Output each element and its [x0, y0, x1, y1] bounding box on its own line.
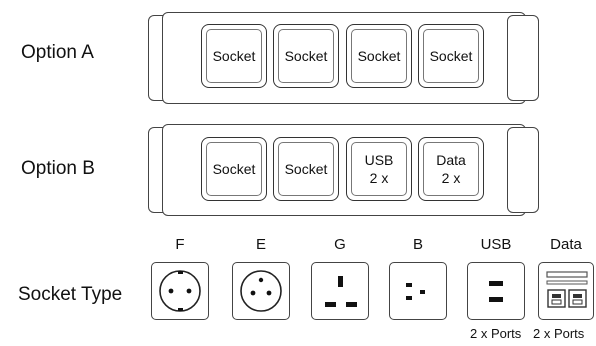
option-a-label: Option A	[21, 42, 94, 63]
socket-type-g-icon	[311, 262, 369, 320]
usb-port-icon	[467, 262, 525, 320]
socket-module: Socket	[418, 24, 484, 88]
socket-type-e-icon	[232, 262, 290, 320]
module-label: Socket	[212, 48, 256, 64]
module-count: 2 x	[369, 170, 389, 186]
data-module: Data 2 x	[418, 137, 484, 201]
module-label: Socket	[429, 48, 473, 64]
type-name: F	[175, 236, 185, 253]
module-label: Socket	[357, 48, 401, 64]
usb-module: USB 2 x	[346, 137, 412, 201]
socket-type-label: Socket Type	[18, 284, 123, 305]
socket-module: Socket	[346, 24, 412, 88]
strip-end-cap-right	[507, 15, 539, 101]
type-name: G	[334, 236, 346, 253]
module-label: Socket	[212, 161, 256, 177]
module-count: 2 x	[441, 170, 461, 186]
data-port-icon	[538, 262, 594, 320]
data-port-count: 2 x Ports	[533, 326, 585, 341]
socket-module: Socket	[201, 137, 267, 201]
module-label: Socket	[284, 48, 328, 64]
type-name: B	[412, 236, 423, 253]
module-label: Socket	[284, 161, 328, 177]
strip-end-cap-right	[507, 127, 539, 213]
type-name: E	[255, 236, 266, 253]
socket-module: Socket	[273, 24, 339, 88]
socket-type-f-icon	[151, 262, 209, 320]
module-label: USB	[364, 152, 394, 168]
usb-port-count: 2 x Ports	[470, 326, 522, 341]
socket-module: Socket	[273, 137, 339, 201]
socket-type-b-icon	[389, 262, 447, 320]
type-name: Data	[550, 236, 582, 253]
socket-module: Socket	[201, 24, 267, 88]
module-label: Data	[436, 152, 466, 168]
option-b-label: Option B	[21, 158, 95, 179]
type-name: USB	[480, 236, 512, 253]
